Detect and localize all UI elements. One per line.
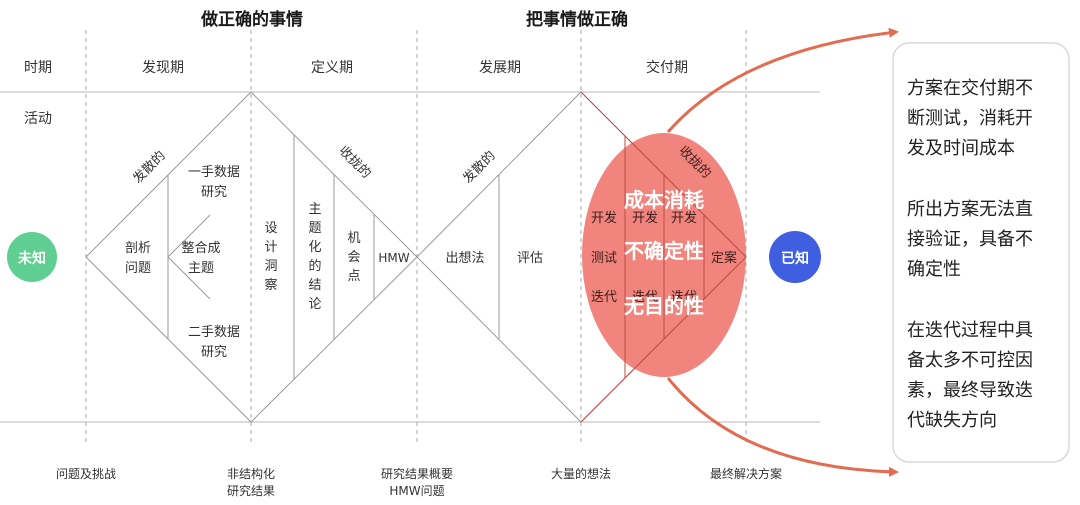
d1-analyze-2: 问题 (125, 261, 151, 276)
d1-primary-1: 一手数据 (188, 165, 240, 180)
d2-iterate-2: 迭代 (632, 290, 658, 305)
d1-insight-4: 察 (264, 278, 277, 293)
d2-iterate-3: 迭代 (671, 290, 697, 305)
d1-integrate-1: 整合成 (181, 241, 220, 256)
note-1-line-3: 发及时间成本 (907, 138, 1015, 159)
note-2-line-2: 接验证，具备不 (907, 229, 1033, 250)
d1-conclusion-5: 结 (308, 278, 321, 293)
bottom-solution: 最终解决方案 (710, 466, 782, 481)
note-3-line-2: 备太多不可控因 (907, 350, 1033, 371)
side-notes-box (892, 42, 1070, 463)
bottom-problems: 问题及挑战 (56, 467, 116, 481)
d1-conclusion-4: 的 (308, 258, 321, 274)
known-label: 已知 (781, 250, 809, 267)
bottom-ideas: 大量的想法 (551, 466, 611, 481)
title-left: 做正确的事情 (200, 9, 303, 30)
d2-ideate: 出想法 (445, 250, 484, 266)
d1-opportunity-1: 机 (347, 231, 360, 246)
overlay-aimless-text: 无目的性 (624, 294, 704, 318)
bottom-summary-2: HMW问题 (389, 484, 444, 498)
bottom-unstructured-1: 非结构化 (227, 466, 275, 481)
d2-develop-2: 开发 (632, 210, 658, 226)
d1-secondary-2: 研究 (201, 345, 227, 360)
phase-deliver: 交付期 (646, 59, 688, 76)
overlay-inner-lines (580, 91, 747, 423)
d1-hmw: HMW (378, 251, 409, 265)
arrow-up (666, 27, 899, 133)
bottom-unstructured-2: 研究结果 (227, 483, 275, 498)
arrow-down (666, 377, 899, 477)
d2-develop-3: 开发 (671, 210, 697, 226)
d1-analyze-1: 剖析 (125, 241, 151, 256)
note-1-line-2: 断测试，消耗开 (907, 108, 1033, 129)
row-label-activity: 活动 (24, 111, 52, 127)
note-3-line-3: 素，最终导致迭 (907, 380, 1033, 401)
d1-secondary-1: 二手数据 (188, 325, 240, 340)
unknown-circle (7, 232, 57, 282)
d2-iterate-1: 迭代 (591, 290, 617, 305)
unknown-label: 未知 (18, 250, 46, 267)
note-2-line-3: 确定性 (907, 259, 961, 280)
d2-evaluate: 评估 (517, 251, 543, 266)
note-2-line-1: 所出方案无法直 (907, 199, 1033, 220)
overlay-uncertainty-text: 不确定性 (624, 239, 704, 263)
note-3-line-1: 在迭代过程中具 (907, 320, 1033, 341)
d1-conclusion-3: 化 (308, 240, 321, 255)
d2-finalize: 定案 (711, 251, 737, 266)
d1-opportunity-3: 点 (347, 269, 360, 284)
overlay-cost-text: 成本消耗 (624, 188, 704, 212)
phase-discover: 发现期 (142, 60, 184, 76)
grid-lines (0, 30, 820, 445)
known-circle (769, 231, 821, 283)
row-label-period: 时期 (24, 60, 52, 76)
d1-converge-label: 收拢的 (335, 143, 374, 182)
d1-insight-1: 设 (264, 221, 277, 236)
note-3-line-4: 代缺失方向 (907, 410, 997, 431)
d1-insight-2: 计 (264, 240, 277, 255)
d1-insight-3: 洞 (264, 259, 277, 274)
title-right: 把事情做正确 (526, 9, 628, 30)
d1-opportunity-2: 会 (347, 250, 360, 265)
bottom-summary-1: 研究结果概要 (381, 466, 453, 481)
d1-conclusion-6: 论 (308, 297, 321, 312)
d1-conclusion-2: 题 (308, 221, 321, 236)
phase-develop: 发展期 (479, 60, 521, 76)
d2-develop-1: 开发 (591, 210, 617, 226)
d1-conclusion-1: 主 (308, 202, 321, 217)
d2-test: 测试 (591, 251, 617, 266)
note-1-line-1: 方案在交付期不 (907, 78, 1033, 99)
d1-integrate-2: 主题 (188, 261, 214, 276)
d1-primary-2: 研究 (201, 185, 227, 200)
phase-define: 定义期 (311, 60, 353, 76)
